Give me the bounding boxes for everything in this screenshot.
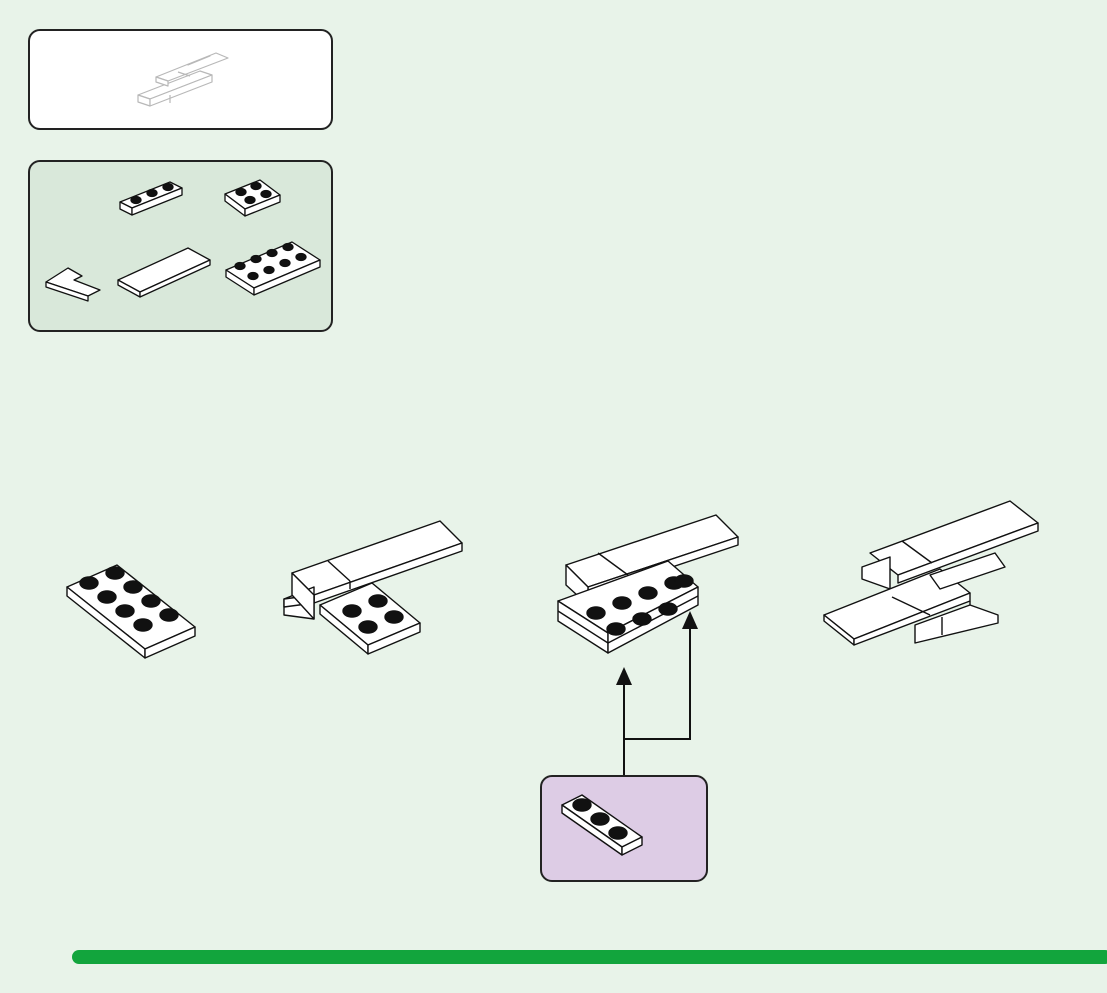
parts-list-panel <box>28 160 333 332</box>
callout-plate-1x3 <box>542 777 710 884</box>
part-plate-2x4 <box>226 242 320 295</box>
parts-list-illustration <box>30 162 335 334</box>
insert-arrows <box>600 605 710 780</box>
step-4-illustration <box>820 495 1045 665</box>
step-1-illustration <box>55 555 205 665</box>
part-tile-2x4 <box>118 248 210 297</box>
step-2-illustration <box>280 515 470 665</box>
model-preview-illustration <box>30 31 335 132</box>
model-preview-panel <box>28 29 333 130</box>
instruction-progress-bar <box>72 950 1107 964</box>
part-plate-2x2 <box>225 180 280 216</box>
part-plate-1x3 <box>120 182 182 215</box>
part-tile-corner <box>46 268 100 301</box>
insert-part-callout <box>540 775 708 882</box>
